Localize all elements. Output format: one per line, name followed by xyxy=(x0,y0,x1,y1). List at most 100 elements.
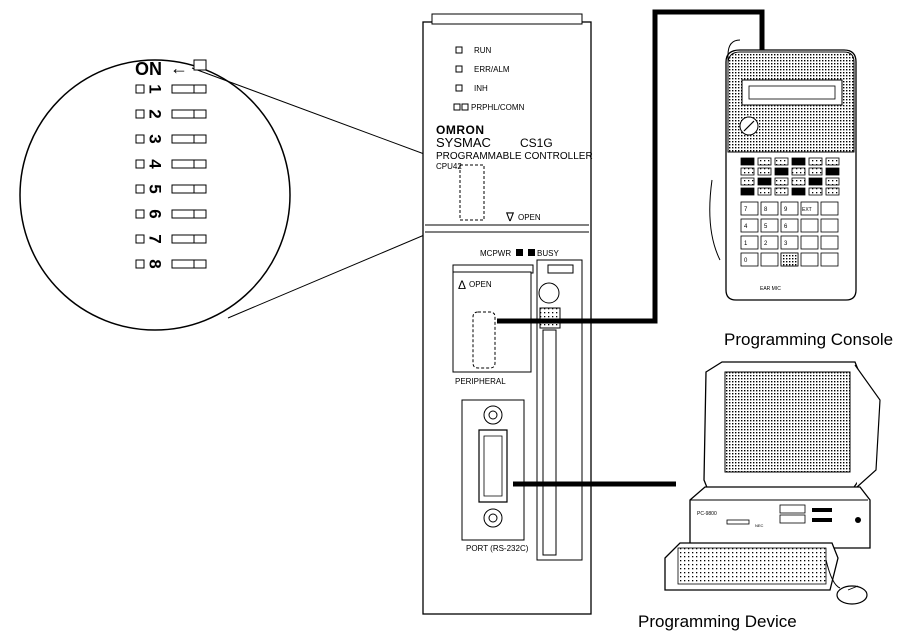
console-key[interactable] xyxy=(820,201,839,216)
console-key[interactable] xyxy=(808,177,823,186)
console-key[interactable] xyxy=(760,252,779,267)
console-footer-label: EAR MIC xyxy=(760,286,781,292)
console-key[interactable] xyxy=(757,177,772,186)
dip-switch-2[interactable]: 2 xyxy=(135,109,207,119)
console-key[interactable] xyxy=(740,177,755,186)
dip-left-box xyxy=(135,84,145,94)
dip-slot xyxy=(171,159,207,169)
mouse-cable xyxy=(825,559,841,589)
console-key[interactable] xyxy=(757,157,772,166)
mouse[interactable] xyxy=(836,585,868,605)
floppy-drive-1[interactable] xyxy=(779,504,806,514)
console-key-label: 0 xyxy=(744,258,748,264)
dip-left-box xyxy=(135,209,145,219)
console-cable xyxy=(497,9,765,324)
mcpwr-label: MCPWR xyxy=(480,249,511,258)
console-key[interactable] xyxy=(791,187,806,196)
console-key[interactable] xyxy=(800,252,819,267)
rs232c-screw-top-inner xyxy=(488,410,498,420)
console-key[interactable] xyxy=(808,157,823,166)
indicator-led xyxy=(455,65,463,73)
console-key[interactable] xyxy=(774,167,789,176)
pc-label-plate xyxy=(726,519,750,525)
console-key[interactable] xyxy=(808,187,823,196)
console-key[interactable] xyxy=(740,187,755,196)
indicator-err-alm: ERR/ALM xyxy=(455,65,510,74)
monitor-back xyxy=(854,364,881,488)
console-key[interactable] xyxy=(780,201,799,216)
console-key[interactable] xyxy=(825,167,840,176)
peripheral-connector[interactable] xyxy=(472,311,496,369)
console-key[interactable] xyxy=(774,177,789,186)
console-key[interactable] xyxy=(791,157,806,166)
console-display-window xyxy=(748,85,836,100)
console-key-label: 7 xyxy=(744,207,748,213)
console-key[interactable] xyxy=(820,218,839,233)
console-key[interactable] xyxy=(825,187,840,196)
console-key[interactable] xyxy=(740,218,759,233)
console-key[interactable] xyxy=(780,218,799,233)
console-key[interactable] xyxy=(740,157,755,166)
console-key-label: 8 xyxy=(764,207,768,213)
console-key[interactable] xyxy=(780,235,799,250)
console-strap-loop xyxy=(709,179,721,261)
console-key[interactable] xyxy=(800,235,819,250)
keyboard-keys[interactable] xyxy=(677,547,827,585)
console-key[interactable] xyxy=(780,252,799,267)
console-key[interactable] xyxy=(740,167,755,176)
console-key[interactable] xyxy=(774,187,789,196)
console-key[interactable] xyxy=(760,201,779,216)
console-key[interactable] xyxy=(760,218,779,233)
indicator-inh: INH xyxy=(455,84,488,93)
console-key[interactable] xyxy=(740,235,759,250)
card-latch xyxy=(539,307,561,329)
port-label: PORT (RS-232C) xyxy=(466,544,529,553)
indicator-label: ERR/ALM xyxy=(474,65,510,74)
console-key[interactable] xyxy=(820,252,839,267)
console-key[interactable] xyxy=(800,201,819,216)
dip-switch-6[interactable]: 6 xyxy=(135,209,207,219)
rs232c-port-inner xyxy=(483,435,503,497)
console-key[interactable] xyxy=(825,177,840,186)
indicator-prphl-comn: PRPHL/COMN xyxy=(453,103,525,112)
dip-switch-8[interactable]: 8 xyxy=(135,259,207,269)
console-key[interactable] xyxy=(740,252,759,267)
zoom-line-bottom xyxy=(227,221,456,319)
dip-left-box xyxy=(135,184,145,194)
console-key[interactable] xyxy=(808,167,823,176)
console-key[interactable] xyxy=(740,201,759,216)
power-button[interactable] xyxy=(855,517,861,523)
series-label: SYSMAC xyxy=(436,135,491,150)
device-caption: Programming Device xyxy=(638,612,797,631)
console-key[interactable] xyxy=(791,177,806,186)
console-key[interactable] xyxy=(757,167,772,176)
dip-left-box xyxy=(135,134,145,144)
console-key[interactable] xyxy=(825,157,840,166)
dip-switch-3[interactable]: 3 xyxy=(135,134,207,144)
console-key[interactable] xyxy=(820,235,839,250)
console-key-label: 6 xyxy=(784,224,788,230)
dip-switch-4[interactable]: 4 xyxy=(135,159,207,169)
dip-slot xyxy=(171,184,207,194)
card-power-switch[interactable] xyxy=(538,282,560,304)
magnifier-circle xyxy=(19,59,291,331)
console-key-label: 4 xyxy=(744,224,748,230)
dip-pin-number: 7 xyxy=(146,234,165,243)
floppy-drive-2[interactable] xyxy=(779,514,806,524)
dip-switch-cover[interactable] xyxy=(459,164,485,221)
console-key[interactable] xyxy=(757,187,772,196)
console-key[interactable] xyxy=(791,167,806,176)
dip-pin-number: 3 xyxy=(146,134,165,143)
dip-switch-5[interactable]: 5 xyxy=(135,184,207,194)
console-key[interactable] xyxy=(774,157,789,166)
console-key[interactable] xyxy=(800,218,819,233)
console-key-label: 1 xyxy=(744,241,748,247)
plc-top-lip xyxy=(431,13,583,25)
brand-logo: OMRON xyxy=(436,123,485,137)
dip-switch-7[interactable]: 7 xyxy=(135,234,207,244)
dip-slot xyxy=(171,134,207,144)
card-eject-button[interactable] xyxy=(547,264,574,274)
console-key[interactable] xyxy=(760,235,779,250)
dip-switch-1[interactable]: 1 xyxy=(135,84,207,94)
